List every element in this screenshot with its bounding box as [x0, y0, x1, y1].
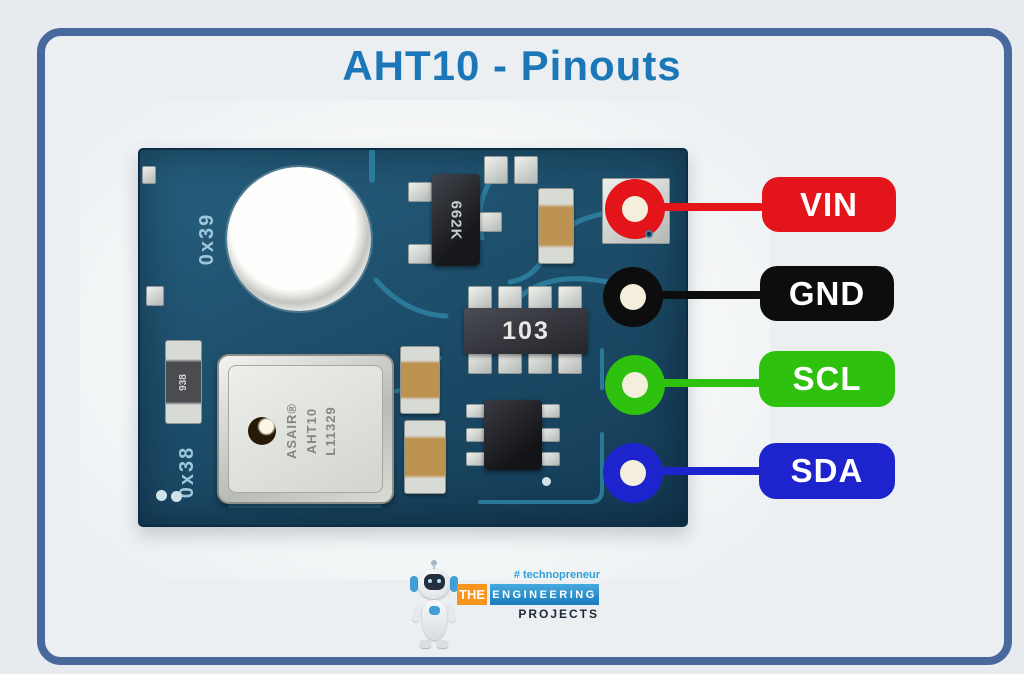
capacitor	[538, 188, 574, 264]
resistor-network-103: 103	[464, 308, 588, 354]
component-pad	[146, 286, 164, 306]
robot-foot	[437, 640, 448, 648]
wire-gnd	[658, 291, 764, 299]
pin-label-text: VIN	[799, 185, 858, 223]
pin-hole-gnd	[603, 267, 663, 327]
via-dot	[645, 230, 653, 238]
sensor-marking: ASAIR® AHT10 L11329	[282, 385, 372, 477]
component-pad	[484, 156, 508, 184]
component-pad	[466, 452, 486, 466]
component-pad	[540, 428, 560, 442]
pin-hole-sda	[603, 443, 663, 503]
robot-antenna-line	[433, 564, 435, 570]
component-pad	[528, 286, 552, 312]
resistor-network-label: 103	[502, 316, 550, 345]
resistor-label: 938	[178, 373, 189, 391]
component-pad	[466, 428, 486, 442]
capacitor	[404, 420, 446, 494]
pin-label-vin: VIN	[762, 177, 896, 232]
transistor-label: 662K	[447, 200, 465, 240]
pin-label-text: SDA	[790, 452, 864, 489]
pin-label-text: GND	[788, 274, 866, 312]
pin-label-sda: SDA	[759, 443, 895, 499]
logo-word-projects: PROJECTS	[518, 607, 599, 621]
capacitor	[400, 346, 440, 414]
robot-antenna	[431, 560, 437, 566]
logo-wordmark: THE ENGINEERING	[457, 584, 599, 605]
page-title: AHT10 - Pinouts	[342, 42, 682, 89]
robot-eye	[428, 579, 432, 583]
component-pad	[540, 404, 560, 418]
component-pad	[514, 156, 538, 184]
sensor-lot-code: L11329	[323, 406, 338, 456]
robot-face	[424, 574, 445, 590]
robot-ear	[450, 576, 458, 592]
sensor-brand: ASAIR®	[284, 402, 299, 460]
logo-word-the: THE	[457, 584, 487, 605]
robot-chest-badge	[429, 606, 440, 615]
component-pad	[142, 166, 156, 184]
sensor-vent-hole	[248, 417, 276, 445]
aht10-sensor-chip: ASAIR® AHT10 L11329	[217, 354, 394, 504]
robot-mascot-icon	[410, 560, 458, 650]
small-ic	[484, 400, 542, 470]
robot-eye	[437, 579, 441, 583]
pin-label-gnd: GND	[760, 266, 894, 321]
transistor-662k: 662K	[432, 174, 480, 266]
robot-ear	[410, 576, 418, 592]
pcb-board: 0x39 0x38 662K 103	[138, 148, 688, 527]
silkscreen-dot	[542, 477, 551, 486]
pin-hole-vin	[605, 179, 665, 239]
wire-vin	[658, 203, 764, 211]
component-pad	[408, 244, 432, 264]
pin-label-scl: SCL	[759, 351, 895, 407]
silkscreen-dot	[156, 490, 167, 501]
component-pad	[478, 212, 502, 232]
wire-scl	[658, 379, 764, 387]
logo-tagline: # technopreneur	[513, 569, 600, 581]
wire-sda	[658, 467, 764, 475]
silkscreen-address-top: 0x39	[196, 212, 218, 266]
component-pad	[408, 182, 432, 202]
pin-hole-scl	[605, 355, 665, 415]
robot-body	[422, 600, 447, 640]
resistor-938: 938	[165, 340, 202, 424]
component-pad	[540, 452, 560, 466]
pin-label-text: SCL	[792, 360, 862, 397]
component-pad	[466, 404, 486, 418]
silkscreen-dot	[171, 491, 182, 502]
component-pad	[558, 286, 582, 312]
robot-foot	[420, 640, 431, 648]
logo-word-engineering: ENGINEERING	[490, 584, 599, 605]
mounting-hole	[227, 167, 371, 311]
sensor-model: AHT10	[303, 407, 319, 455]
brand-logo: # technopreneur THE ENGINEERING PROJECTS	[408, 556, 608, 651]
